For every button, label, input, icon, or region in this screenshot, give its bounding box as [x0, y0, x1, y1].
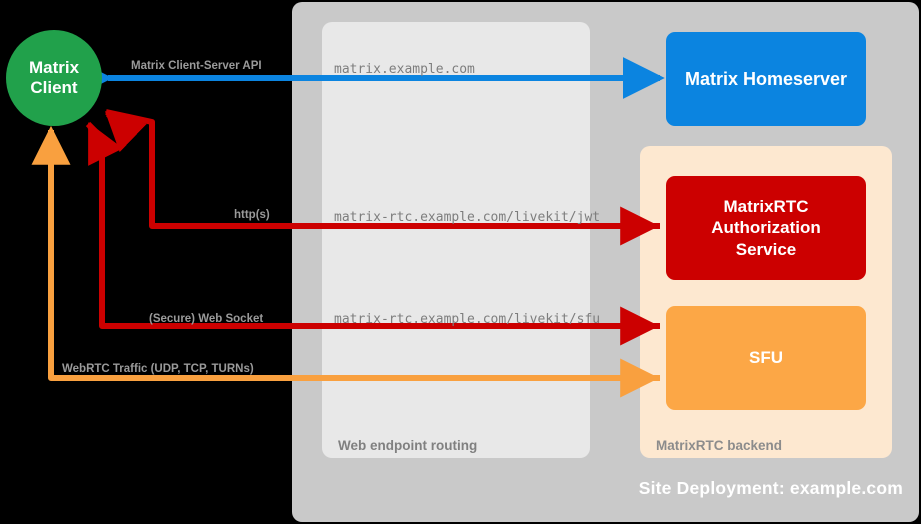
endpoint-matrix-domain: matrix.example.com [334, 62, 475, 77]
endpoint-jwt-url: matrix-rtc.example.com/livekit/jwt [334, 210, 601, 225]
auth-service-label: MatrixRTC Authorization Service [711, 196, 821, 260]
endpoint-sfu-url: matrix-rtc.example.com/livekit/sfu [334, 312, 601, 327]
node-matrix-homeserver[interactable]: Matrix Homeserver [666, 32, 866, 126]
matrix-client-label: Matrix Client [29, 58, 79, 97]
node-matrix-client[interactable]: Matrix Client [6, 30, 102, 126]
matrix-client-label-line2: Client [30, 78, 78, 97]
edge-webrtc-traffic [31, 125, 660, 381]
site-deployment-label: Site Deployment: example.com [638, 478, 903, 498]
web-endpoint-routing-label: Web endpoint routing [338, 438, 478, 453]
sfu-label: SFU [749, 348, 783, 367]
node-sfu[interactable]: SFU [666, 306, 866, 410]
matrix-client-label-line1: Matrix [28, 58, 80, 78]
auth-service-label-line2: Authorization [711, 218, 821, 238]
edge-label-https: http(s) [234, 209, 270, 221]
auth-service-label-line3: Service [735, 239, 797, 259]
auth-service-label-line1: MatrixRTC [723, 197, 809, 217]
edge-websocket-client-head [87, 122, 124, 166]
node-matrixrtc-authorization-service[interactable]: MatrixRTC Authorization Service [666, 176, 866, 280]
matrixrtc-backend-label: MatrixRTC backend [656, 438, 783, 453]
edge-label-websocket: (Secure) Web Socket [149, 313, 264, 325]
matrix-homeserver-label: Matrix Homeserver [684, 68, 848, 89]
edge-label-webrtc-traffic: WebRTC Traffic (UDP, TCP, TURNs) [62, 363, 254, 375]
edge-https-jwt [105, 109, 660, 229]
edge-label-client-server-api: Matrix Client-Server API [131, 60, 262, 72]
